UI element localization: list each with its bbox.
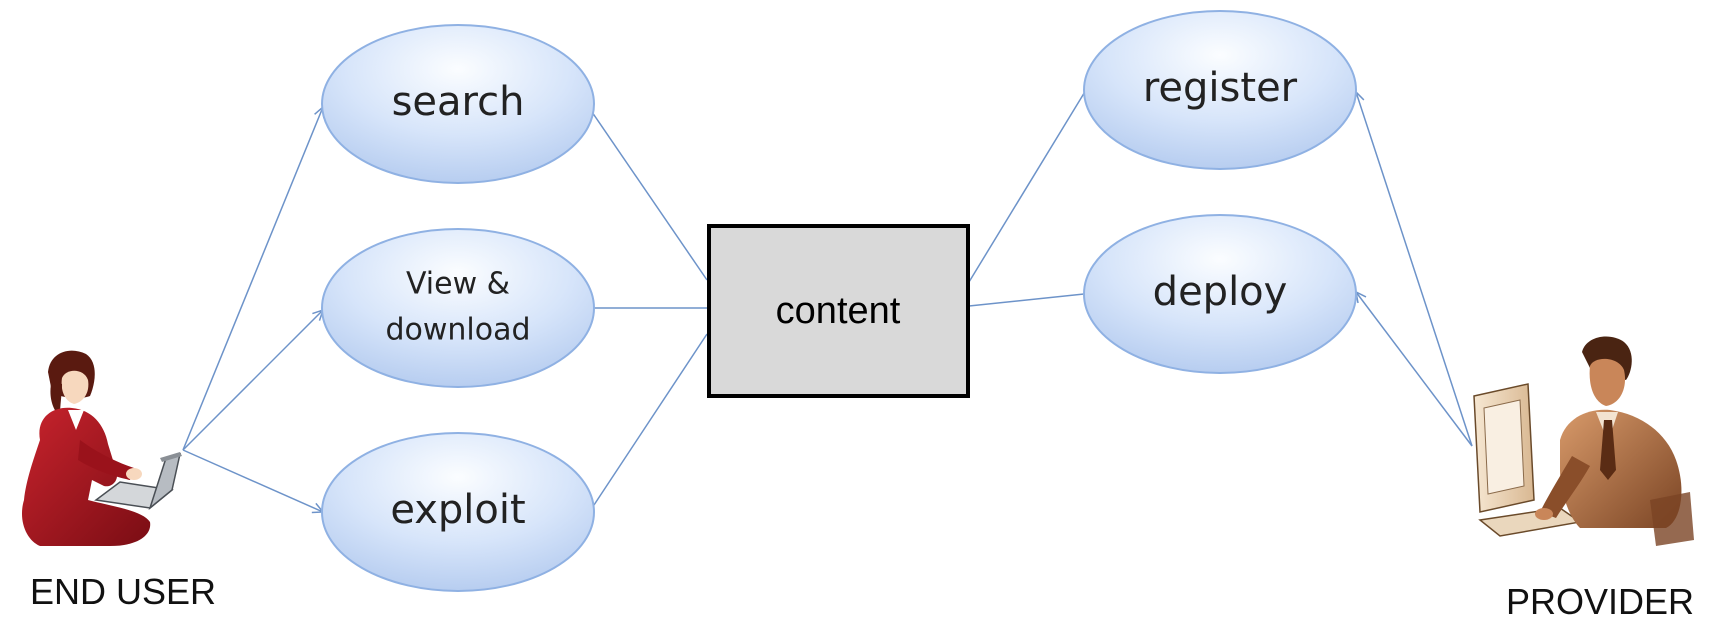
content-box: content <box>707 224 970 398</box>
provider-figure <box>1473 336 1694 546</box>
arrow-provider-to-deploy <box>1356 292 1473 447</box>
view-download-label-line1: View & <box>406 267 510 302</box>
register-label: register <box>1143 65 1298 111</box>
line-exploit-to-content <box>591 333 708 509</box>
search-label: search <box>392 79 525 125</box>
provider-label: PROVIDER <box>1506 581 1694 619</box>
arrow-user-to-search <box>182 107 323 451</box>
use-case-view-download: View & download <box>321 228 595 388</box>
connectors <box>182 89 1473 512</box>
line-search-to-content <box>591 111 708 281</box>
use-case-register: register <box>1083 10 1357 170</box>
content-label: content <box>776 290 901 332</box>
use-case-deploy: deploy <box>1083 214 1357 374</box>
exploit-label: exploit <box>390 487 525 533</box>
deploy-label: deploy <box>1153 269 1288 315</box>
view-download-label-line2: download <box>385 313 530 348</box>
use-case-search: search <box>321 24 595 184</box>
line-content-to-register <box>968 89 1087 283</box>
use-case-exploit: exploit <box>321 432 595 592</box>
end-user-label: END USER <box>30 571 216 612</box>
end-user-figure <box>21 350 182 546</box>
arrow-provider-to-register <box>1356 92 1473 447</box>
arrow-user-to-exploit <box>182 449 323 512</box>
line-content-to-deploy <box>968 293 1085 307</box>
arrow-user-to-view-download <box>182 310 323 451</box>
